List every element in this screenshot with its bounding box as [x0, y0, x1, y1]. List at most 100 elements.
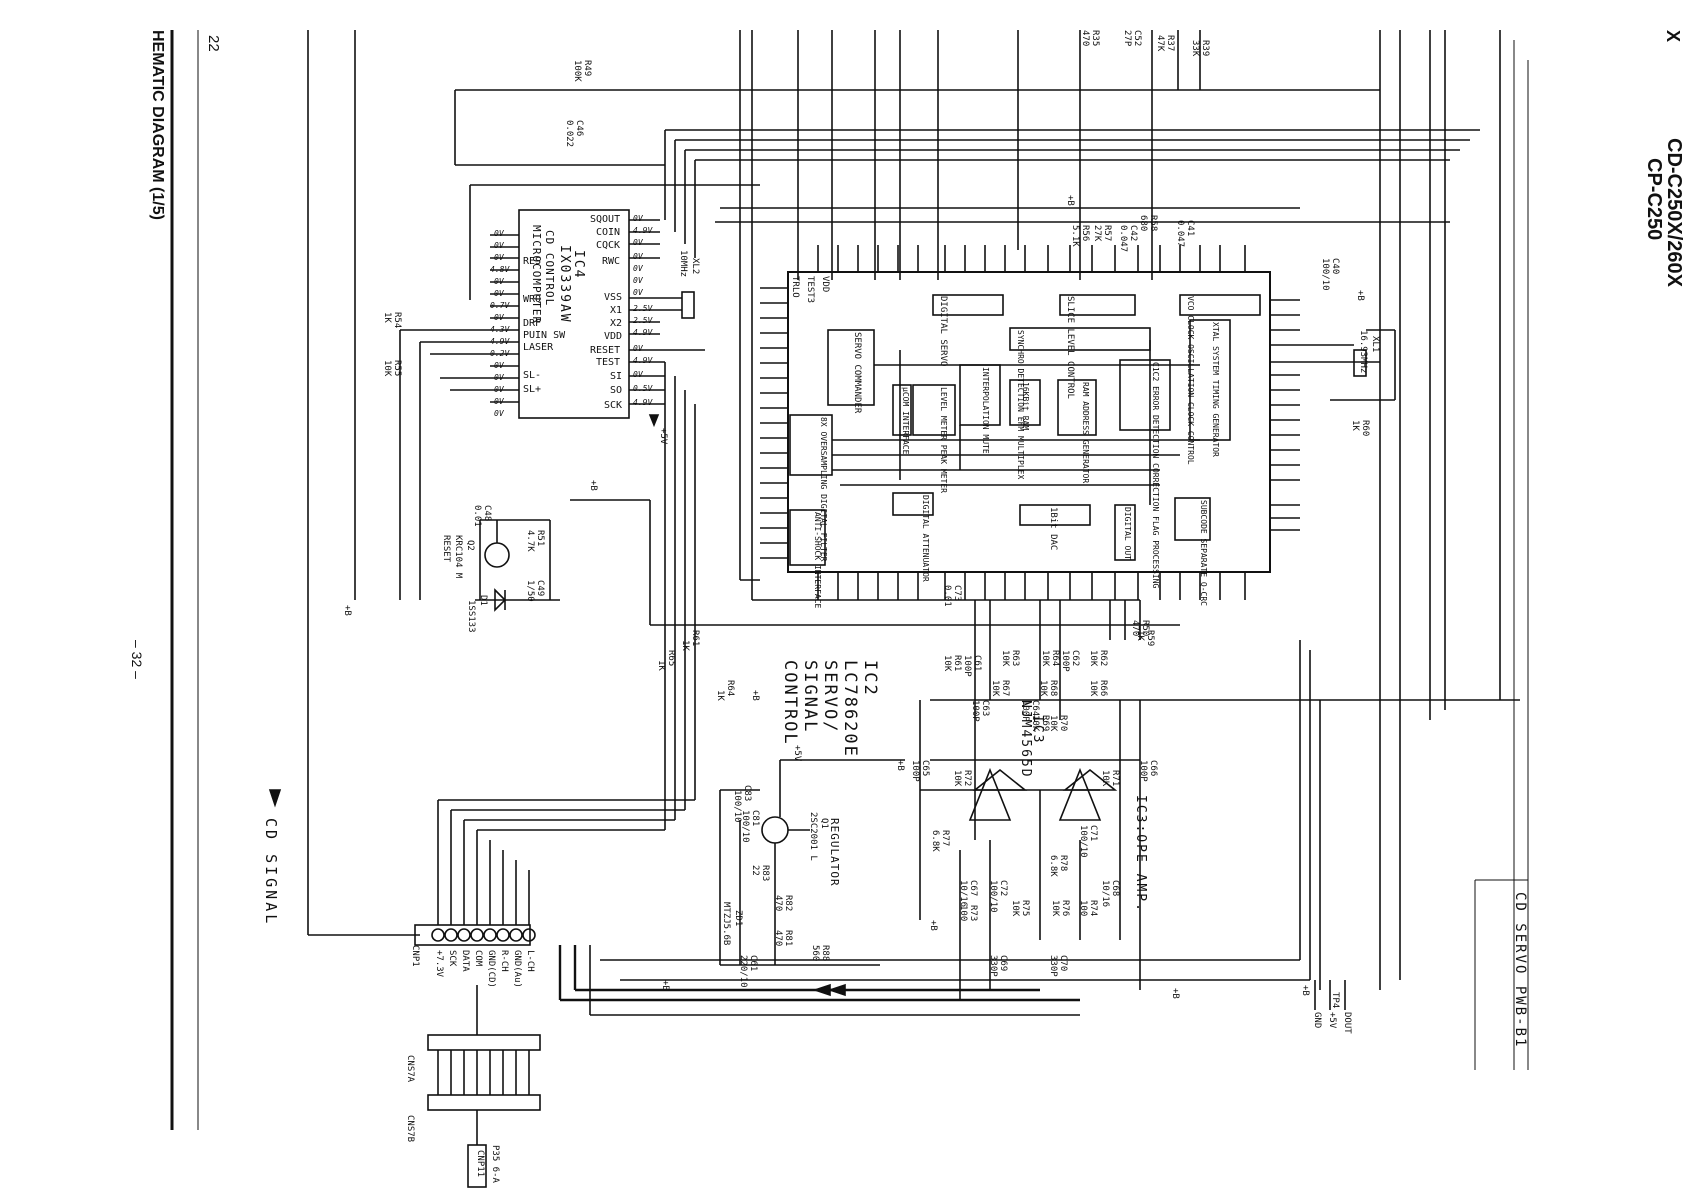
block-digital-servo: DIGITAL SERVO	[938, 296, 948, 367]
comp-ref: R58	[1148, 215, 1158, 232]
voltage-label: 2.5V	[633, 316, 653, 325]
comp-value: 10K	[990, 680, 1000, 697]
voltage-label: 0.2V	[490, 349, 510, 358]
cnp1-pin-label: L-CH	[525, 950, 535, 972]
comp-value: 100/10	[1320, 258, 1330, 291]
voltage-label: 4.9V	[633, 356, 653, 365]
comp-ref: R51	[535, 530, 545, 547]
q2-part: KRC104 M	[453, 535, 463, 579]
comp-value: 10K	[1038, 680, 1048, 697]
comp-value: 220/10	[738, 955, 748, 988]
comp-value: 330P	[1048, 955, 1058, 977]
rail-plus-b: +B	[588, 480, 598, 491]
ic4-pin-laser: LASER	[523, 342, 554, 353]
comp-value: 100P	[1020, 700, 1030, 722]
comp-value: 10K	[1010, 900, 1020, 917]
model-title-2: CP-C250	[1643, 158, 1665, 241]
xl1-value: 16.93MHz	[1358, 330, 1368, 374]
page-title: HEMATIC DIAGRAM (1/5)	[149, 30, 166, 220]
ic4-pin-sl-plus: SL+	[523, 384, 542, 395]
comp-ref: C52	[1132, 30, 1142, 47]
zd1-id: ZD1	[733, 910, 743, 927]
ic4-pin-drf: DRF	[523, 318, 542, 329]
voltage-label: 4.9V	[633, 226, 653, 235]
comp-value: 10K	[1088, 680, 1098, 697]
voltage-label: 0.5V	[633, 384, 653, 393]
comp-value: 1K	[656, 660, 666, 671]
tp-pin-label: DOUT	[1342, 1012, 1352, 1034]
page-number: 22	[205, 35, 222, 52]
comp-ref: R73	[968, 905, 978, 922]
block-servo-commander: SERVO COMMANDER	[852, 332, 862, 414]
voltage-label: 0V	[494, 409, 504, 418]
ic2-function-1: SERVO/	[820, 660, 840, 734]
cnp1-pin-label: +7.3V	[434, 950, 444, 978]
block-vco-clock: VCO CLOCK OSCILLATION CLOCK CONTROL	[1186, 296, 1195, 465]
comp-value: 1/50	[525, 580, 535, 602]
ic4-pin-vdd: VDD	[604, 331, 623, 342]
comp-ref: C40	[1330, 258, 1340, 275]
comp-value: 10K	[1030, 715, 1040, 732]
xl1-id: XL1	[1370, 336, 1380, 353]
d1-id: D1	[478, 595, 488, 606]
comp-ref: R72	[962, 770, 972, 787]
voltage-label: 0V	[633, 252, 643, 261]
rail-plus-b: +B	[660, 980, 670, 991]
block-ucom-interface: µCOM INTERFACE	[901, 387, 910, 455]
comp-ref: C71	[1088, 825, 1098, 842]
voltage-label: 0V	[633, 264, 643, 273]
comp-ref: C46	[574, 120, 584, 137]
comp-ref: R74	[1088, 900, 1098, 917]
voltage-label: 0V	[633, 238, 643, 247]
ic2-function-3: CONTROL	[780, 660, 800, 746]
board-name: CD SERVO PWB-B1	[1512, 892, 1528, 1049]
ic4-pin-vss: VSS	[604, 292, 623, 303]
cns7b-label: CNS7B	[405, 1115, 415, 1143]
comp-value: 1K	[1350, 420, 1360, 431]
comp-ref: C81	[750, 810, 760, 827]
ic4-pin-puin: PUIN SW	[523, 330, 566, 341]
comp-value: 6.8K	[1048, 855, 1058, 877]
comp-ref: C83	[742, 785, 752, 802]
voltage-label: 0V	[633, 276, 643, 285]
comp-value: 1K	[382, 312, 392, 323]
comp-ref: R81	[783, 930, 793, 947]
ic4-pin-cqck: CQCK	[596, 240, 621, 251]
block-1bit-dac: 1Bit DAC	[1048, 507, 1058, 551]
comp-value: 10K	[1050, 900, 1060, 917]
rail-plus-5v: +5V	[658, 428, 668, 445]
comp-ref: R64	[725, 680, 735, 697]
comp-ref: R63	[1010, 650, 1020, 667]
comp-value: 470	[773, 930, 783, 947]
voltage-label: 4.9V	[633, 398, 653, 407]
comp-value: 47K	[1155, 35, 1165, 52]
comp-ref: R67	[1000, 680, 1010, 697]
comp-value: 0.022	[564, 120, 574, 148]
rail-plus-b: +B	[1170, 988, 1180, 999]
comp-value: 10K	[1000, 650, 1010, 667]
comp-ref: R60	[1360, 420, 1370, 437]
comp-value: 100	[1078, 900, 1088, 917]
comp-ref: R88	[820, 945, 830, 962]
voltage-label: 0V	[494, 397, 504, 406]
cns7a-label: CNS7A	[405, 1055, 415, 1083]
comp-value: 27P	[1122, 30, 1132, 47]
comp-ref: R76	[1060, 900, 1070, 917]
comp-ref: R78	[1058, 855, 1068, 872]
ic4-pin-sl-minus: SL-	[523, 370, 542, 381]
comp-value: 680	[1138, 215, 1148, 232]
voltage-label: 4.9V	[633, 328, 653, 337]
voltage-label: 0V	[494, 241, 504, 250]
ic4-pin-so: SO	[610, 385, 623, 396]
dest-line-1: P35 6-A	[490, 1145, 500, 1183]
comp-value: 470	[1130, 620, 1140, 637]
comp-value: 100P	[1138, 760, 1148, 782]
ic4-pin-res: RES	[523, 256, 542, 267]
cnp1-pin-label: GND(CD)	[486, 950, 496, 988]
comp-value: 470	[773, 895, 783, 912]
voltage-label: 0.7V	[490, 301, 510, 310]
comp-ref: C49	[535, 580, 545, 597]
voltage-label: 0V	[633, 370, 643, 379]
zd1-part: MTZJ5.6B	[721, 902, 731, 946]
comp-value: 0.047	[1175, 220, 1185, 248]
